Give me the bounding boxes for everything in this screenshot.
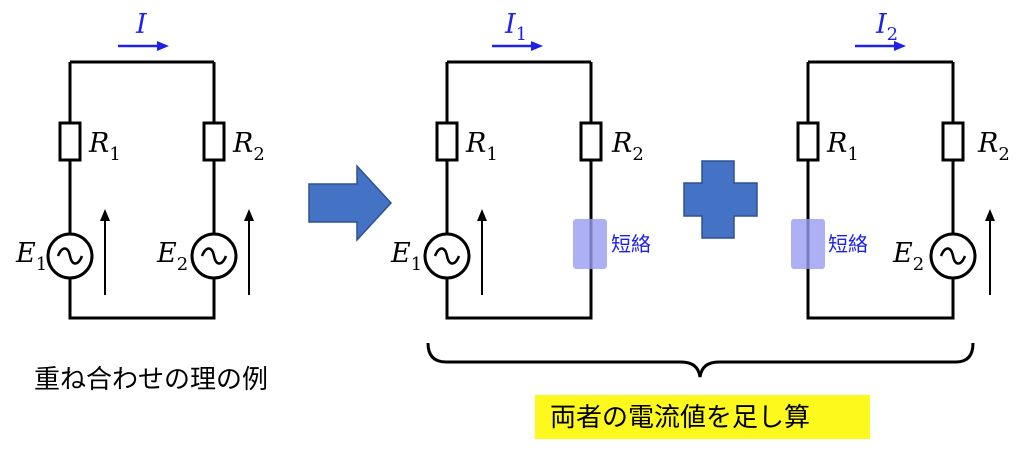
wire-loop (68, 62, 216, 320)
e1-label: E1 (390, 238, 422, 275)
short-label: 短絡 (828, 232, 868, 256)
circuit-a: 短絡 I1 R1 R2 E1 (390, 9, 651, 320)
resistor-icon (579, 121, 603, 162)
resistor-icon (58, 121, 82, 162)
resistor-icon (435, 121, 459, 162)
r2-label: R2 (611, 128, 644, 165)
voltage-arrow-icon (477, 209, 487, 295)
voltage-arrow-icon (985, 209, 995, 295)
resistor-icon (941, 121, 965, 162)
brace-icon (426, 342, 975, 378)
wire-loop (445, 62, 593, 320)
short-highlight (791, 219, 825, 269)
r1-label: R1 (465, 128, 498, 165)
wire-loop (806, 62, 955, 320)
short-highlight (573, 219, 607, 269)
e1-label: E1 (15, 238, 47, 275)
circuit-b: 短絡 I2 R1 R2 E2 (791, 9, 1010, 320)
e2-label: E2 (892, 238, 924, 275)
plus-icon (683, 160, 758, 239)
r2-label: R2 (977, 128, 1010, 165)
ac-source-icon (423, 232, 471, 280)
ac-source-icon (46, 232, 94, 280)
current-label: I1 (504, 9, 527, 45)
sum-label-box (535, 395, 870, 439)
current-label: I (135, 9, 148, 40)
current-arrow-icon (492, 41, 543, 51)
r2-label: R2 (232, 128, 265, 165)
r1-label: R1 (88, 128, 121, 165)
circuit-main: I R1 R2 E1 E2 (15, 9, 265, 320)
voltage-arrow-icon (100, 209, 110, 295)
caption: 重ね合わせの理の例 (34, 365, 268, 395)
resistor-icon (796, 121, 820, 162)
ac-source-icon (190, 232, 238, 280)
resistor-icon (202, 121, 226, 162)
current-label: I2 (875, 9, 898, 45)
right-arrow-icon (308, 164, 393, 242)
ac-source-icon (929, 232, 977, 280)
r1-label: R1 (826, 128, 859, 165)
current-arrow-icon (118, 41, 169, 51)
e2-label: E2 (156, 238, 188, 275)
sum-label: 両者の電流値を足し算 (550, 403, 810, 433)
current-arrow-icon (855, 41, 906, 51)
voltage-arrow-icon (244, 209, 254, 295)
short-label: 短絡 (611, 232, 651, 256)
